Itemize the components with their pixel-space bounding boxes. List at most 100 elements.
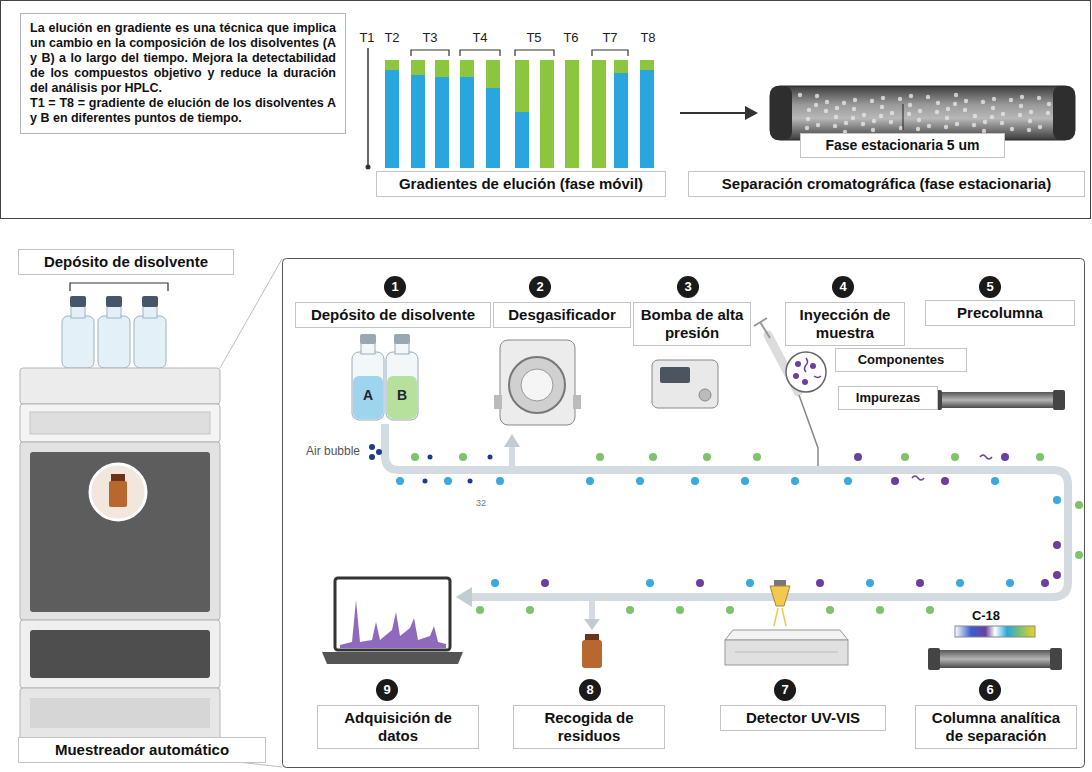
air-bubble-icon (369, 454, 375, 460)
bottle-label: A (363, 388, 373, 403)
air-bubble (468, 479, 473, 484)
stationary-particle (890, 111, 894, 115)
arrow-line (680, 112, 748, 114)
detector-top (725, 630, 848, 640)
precolumn-cap (1053, 390, 1065, 410)
flow-particle (891, 477, 899, 485)
stationary-particle (834, 115, 838, 119)
solvent-bottle (386, 352, 418, 420)
callout-box: Componentes (835, 348, 967, 372)
sample-vial (109, 481, 127, 507)
flow-tube (385, 424, 1068, 597)
leader-line (903, 104, 904, 130)
flow-particle (691, 477, 699, 485)
stationary-particle (909, 94, 913, 98)
bottle-label: B (397, 387, 407, 403)
stationary-particle (946, 107, 950, 111)
label-text: Bomba de alta presión (640, 306, 744, 342)
stationary-particle (954, 93, 958, 97)
solvent-liquid (353, 376, 383, 419)
label-text: Separación cromatográfica (fase estacion… (695, 175, 1078, 193)
stationary-particle (1028, 119, 1032, 123)
time-label: T6 (563, 30, 578, 45)
solvent-a-bar (486, 60, 500, 168)
stationary-particle (916, 127, 920, 131)
process-panel (283, 259, 1085, 768)
solvent-a-bar (540, 60, 554, 168)
callout-number: 1 (391, 280, 398, 294)
flow-particle (496, 477, 504, 485)
detector-body (725, 640, 848, 665)
step-label: Depósito de disolvente (295, 302, 491, 328)
flow-particle (459, 453, 467, 461)
module-panel (30, 630, 210, 678)
time-label: T8 (640, 31, 655, 45)
hplc-module (20, 404, 220, 442)
flow-particle (541, 579, 549, 587)
stationary-particle (1010, 127, 1014, 131)
label-text: T1 = T8 = gradiente de elución de los di… (30, 96, 336, 126)
callout-number: 9 (383, 683, 390, 697)
flow-particle (1053, 541, 1061, 549)
flow-particle (646, 579, 654, 587)
flow-particle (753, 453, 761, 461)
impurity-squiggle (814, 376, 821, 378)
time-label: T3 (422, 30, 437, 45)
flow-particle (926, 606, 934, 614)
component-dot (795, 361, 801, 367)
flow-particle (941, 477, 949, 485)
callout-number: 9 (383, 682, 390, 697)
callout-circle (579, 679, 601, 701)
stationary-particle (964, 99, 968, 103)
step-label: Inyección de muestra (785, 302, 905, 346)
caption-box: Gradientes de elución (fase móvil) (376, 171, 666, 197)
time-label: T7 (602, 30, 617, 45)
stationary-particle (833, 124, 837, 128)
solvent-b-bar (385, 60, 399, 70)
hplc-module (20, 442, 220, 620)
impurity-squiggle (805, 358, 808, 372)
bottle-neck (71, 306, 85, 318)
stationary-particle (1020, 95, 1024, 99)
air-bubble (423, 479, 428, 484)
callout-number: 6 (986, 683, 993, 697)
hplc-module (20, 368, 220, 404)
label-text: Precolumna (932, 304, 1068, 322)
solvent-b-bar (411, 60, 425, 75)
stationary-particle (1019, 104, 1023, 108)
flow-particle (696, 579, 704, 587)
precolumn-body (935, 392, 1060, 408)
c18-band (955, 626, 1035, 637)
top-panel (1, 1, 1091, 219)
stationary-particle (844, 121, 848, 125)
bottle-cap (394, 334, 410, 344)
bottle-label: A (363, 387, 373, 403)
time-bracket (460, 50, 500, 56)
solvent-bottle (134, 316, 166, 368)
flow-particle (844, 477, 852, 485)
time-label: T1 (359, 31, 374, 45)
stationary-particle (1001, 112, 1005, 116)
stationary-particle (872, 119, 876, 123)
bottle-neck (143, 306, 157, 318)
time-bracket (592, 50, 628, 56)
stationary-particle (805, 126, 809, 130)
bottle-label: B (397, 388, 407, 403)
stationary-particle (889, 120, 893, 124)
column-cap (1053, 86, 1075, 140)
callout-number: 7 (781, 683, 788, 697)
degasser-body (500, 340, 575, 425)
flow-particle (703, 453, 711, 461)
flow-arrow-head (456, 587, 472, 607)
degasser-drum (521, 369, 553, 401)
solvent-b-bar (460, 60, 474, 77)
solvent-a-bar (385, 60, 399, 168)
stationary-particle (1009, 98, 1013, 102)
callout-circle (529, 276, 551, 298)
bottle-neck (107, 306, 121, 318)
callout-circle (979, 276, 1001, 298)
label-text: Depósito de disolvente (25, 253, 227, 271)
flow-particle (991, 477, 999, 485)
vial-cap (585, 634, 599, 640)
flow-particle (1036, 453, 1044, 461)
